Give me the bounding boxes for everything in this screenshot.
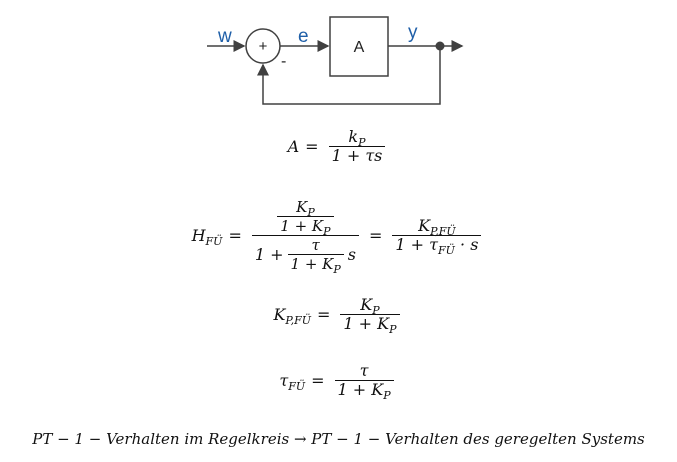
- output-signal-label: y: [408, 22, 418, 43]
- eq-a-fraction: kP 1 + τs: [328, 128, 386, 165]
- eq-h-rhs-fraction: KP,FÜ 1 + τFÜ · s: [392, 217, 482, 256]
- eq-tau-fraction: τ 1 + KP: [334, 362, 394, 401]
- error-signal-label: e: [298, 26, 309, 47]
- eq-k-fraction: KP 1 + KP: [340, 296, 400, 335]
- equation-a: A = kP 1 + τs: [288, 128, 390, 165]
- equation-tau: τFÜ = τ 1 + KP: [279, 362, 397, 401]
- equation-h: HFÜ = KP 1 + KP 1 + τ 1 + KP s =: [192, 198, 486, 275]
- equation-a-row: A = kP 1 + τs: [0, 128, 677, 165]
- feedback-minus-sign: -: [281, 53, 286, 70]
- sum-plus-sign: +: [259, 38, 268, 55]
- eq-h-denominator-fraction: τ 1 + KP: [287, 236, 344, 275]
- equation-h-row: HFÜ = KP 1 + KP 1 + τ 1 + KP s =: [0, 198, 677, 275]
- summary-statement: PT − 1 − Verhalten im Regelkreis → PT − …: [32, 430, 645, 448]
- equation-k: KP,FÜ = KP 1 + KP: [273, 296, 403, 335]
- system-block: [329, 16, 389, 77]
- block-diagram: w + - e A y: [207, 16, 464, 105]
- equation-k-row: KP,FÜ = KP 1 + KP: [0, 296, 677, 335]
- eq-h-numerator-fraction: KP 1 + KP: [277, 198, 334, 237]
- feedback-path: [257, 46, 441, 105]
- eq-a-lhs: A: [287, 137, 300, 156]
- equation-tau-row: τFÜ = τ 1 + KP: [0, 362, 677, 401]
- input-signal-label: w: [217, 26, 232, 47]
- eq-h-main-fraction: KP 1 + KP 1 + τ 1 + KP s: [251, 198, 359, 275]
- system-block-label: A: [354, 39, 365, 56]
